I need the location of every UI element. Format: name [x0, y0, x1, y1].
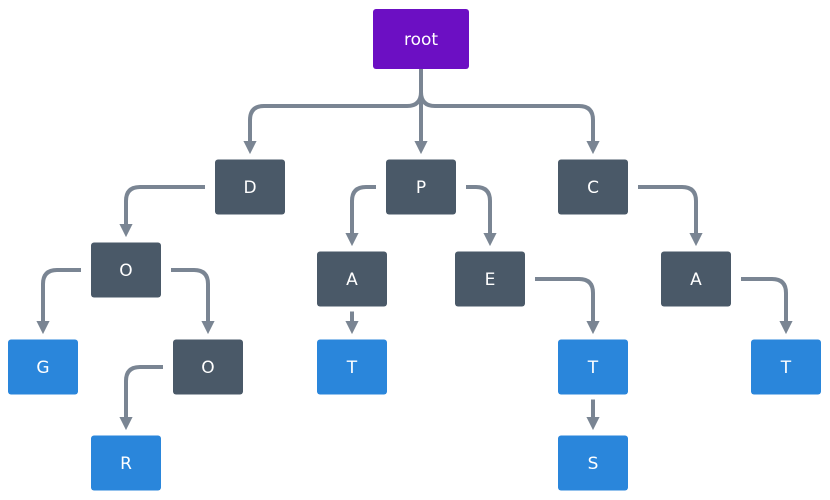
edge-root-to-c: [419, 69, 600, 155]
node-c-label: C: [587, 178, 599, 198]
node-root-label: root: [404, 30, 438, 50]
node-cat-label: T: [780, 358, 792, 378]
node-pe-label: E: [485, 270, 496, 290]
node-ca-box: [661, 251, 731, 307]
node-p: P: [386, 159, 456, 215]
node-pat-box: [317, 339, 387, 395]
node-do-label: O: [119, 261, 132, 281]
node-p-box: [386, 159, 456, 215]
node-pet-box: [558, 339, 628, 395]
node-cat-box: [751, 339, 821, 395]
node-do-box: [91, 242, 161, 298]
node-pets: S: [558, 435, 628, 491]
edge-p-to-pa: [345, 185, 376, 247]
edge-ca-to-cat: [741, 277, 793, 335]
node-d-label: D: [243, 178, 256, 198]
node-dog-label: G: [36, 358, 49, 378]
node-d: D: [215, 159, 285, 215]
node-d-box: [215, 159, 285, 215]
node-do: O: [91, 242, 161, 298]
edge-d-to-do: [119, 185, 205, 238]
edge-c-to-ca: [638, 185, 703, 247]
node-door: R: [91, 435, 161, 491]
node-p-label: P: [416, 178, 426, 198]
node-c: C: [558, 159, 628, 215]
node-ca-label: A: [690, 270, 702, 290]
edge-doo-to-door: [119, 365, 163, 431]
node-ca: A: [661, 251, 731, 307]
node-pet: T: [558, 339, 628, 395]
node-doo-box: [173, 339, 243, 395]
edge-do-to-doo: [171, 268, 215, 335]
edge-pe-to-pet: [535, 277, 600, 335]
node-pe: E: [455, 251, 525, 307]
node-c-box: [558, 159, 628, 215]
node-door-label: R: [120, 454, 132, 474]
node-doo: O: [173, 339, 243, 395]
node-root-box: [373, 9, 469, 69]
node-pet-label: T: [587, 358, 599, 378]
node-pat: T: [317, 339, 387, 395]
node-root: root: [373, 9, 469, 69]
node-door-box: [91, 435, 161, 491]
edge-p-to-pe: [466, 185, 497, 247]
node-pa-label: A: [346, 270, 358, 290]
node-pat-label: T: [346, 358, 358, 378]
edges: [36, 69, 793, 431]
node-pa-box: [317, 251, 387, 307]
node-dog-box: [8, 339, 78, 395]
node-dog: G: [8, 339, 78, 395]
edge-root-to-d: [243, 69, 423, 155]
node-pets-box: [558, 435, 628, 491]
node-doo-label: O: [201, 358, 214, 378]
edge-do-to-dog: [36, 268, 81, 335]
node-cat: T: [751, 339, 821, 395]
node-pe-box: [455, 251, 525, 307]
node-pa: A: [317, 251, 387, 307]
node-pets-label: S: [588, 454, 599, 474]
